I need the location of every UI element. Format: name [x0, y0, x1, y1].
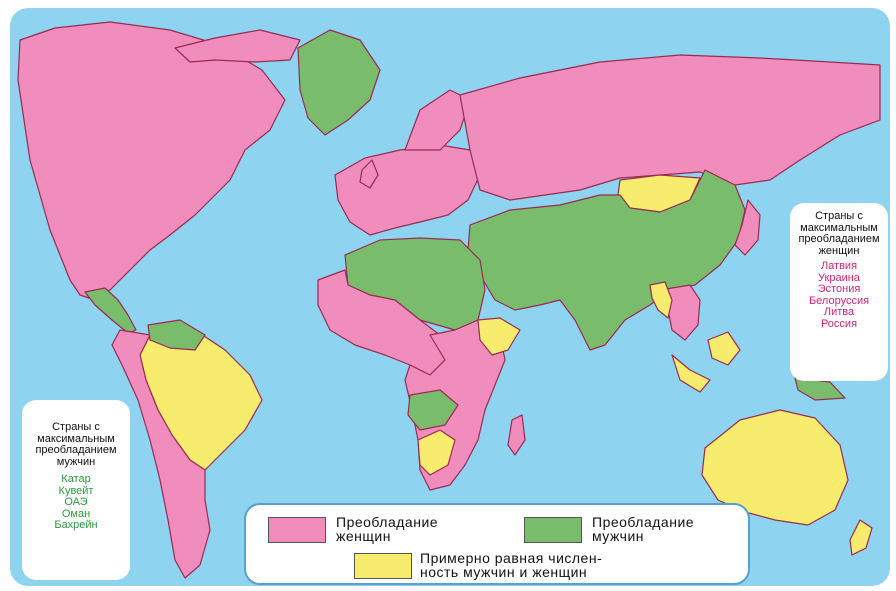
russia [459, 54, 881, 201]
men-country: ОАЭ [64, 496, 88, 509]
women-country: Белоруссия [808, 294, 870, 307]
women-country: Украина [818, 271, 860, 284]
southern-africa-yellow [417, 429, 456, 476]
women-inset-title: Страны с максимальным преобладанием женщ… [798, 210, 880, 257]
greenland [297, 29, 381, 136]
men-country: Катар [61, 473, 91, 486]
legend-label-women: Преобладание женщин [336, 514, 439, 544]
legend-label-men: Преобладание мужчин [592, 514, 695, 544]
madagascar [507, 414, 526, 456]
australia [701, 409, 849, 526]
borneo [707, 331, 741, 366]
legend-swatch-men [524, 517, 582, 543]
japan [734, 199, 761, 256]
women-country: Эстония [817, 283, 861, 296]
legend-label-equal: Примерно равная числен- ность мужчин и ж… [420, 550, 603, 580]
women-country: Россия [820, 317, 858, 330]
women-country: Латвия [820, 260, 858, 273]
indonesia [671, 354, 711, 393]
men-country: Бахрейн [54, 519, 98, 532]
women-country: Литва [823, 306, 855, 319]
southern-africa-green [407, 389, 459, 431]
asia-green [467, 169, 746, 351]
myanmar-yellow [649, 281, 673, 319]
horn-of-africa [477, 317, 521, 356]
arctic-islands [174, 29, 301, 63]
central-america [84, 287, 137, 334]
legend-swatch-women [268, 517, 326, 543]
guiana-green [147, 319, 206, 351]
men-majority-inset: Страны с максимальным преобладанием мужч… [22, 400, 130, 580]
men-country: Оман [61, 507, 91, 520]
women-majority-inset: Страны с максимальным преобладанием женщ… [790, 203, 888, 381]
men-inset-title: Страны с максимальным преобладанием мужч… [35, 421, 117, 468]
men-country: Кувейт [58, 484, 94, 497]
legend-swatch-equal [354, 553, 412, 579]
new-guinea [794, 377, 846, 401]
map-legend: Преобладание женщин Преобладание мужчин … [244, 503, 750, 585]
uk [359, 159, 379, 189]
south-america-pink [111, 329, 211, 579]
new-zealand [849, 519, 873, 556]
